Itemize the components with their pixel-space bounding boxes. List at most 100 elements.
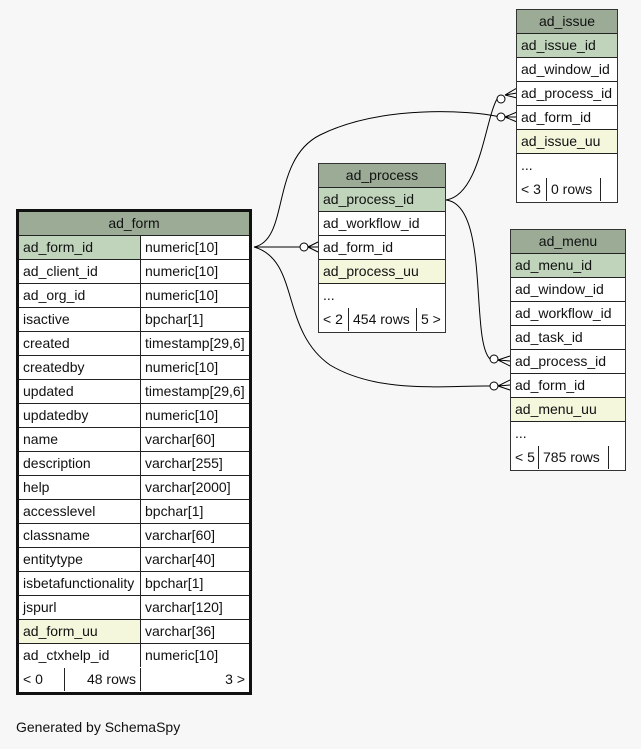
column-name: ad_process_uu (319, 260, 445, 283)
row-count: 48 rows (65, 668, 141, 691)
column-row[interactable]: ad_form_id (511, 374, 625, 398)
row-count: 0 rows (547, 178, 601, 201)
column-name: accesslevel (19, 500, 141, 523)
parents-count: < 5 (511, 446, 539, 469)
column-name: ad_workflow_id (323, 215, 420, 231)
column-row[interactable]: ad_task_id (511, 326, 625, 350)
children-count (601, 178, 617, 201)
column-row[interactable]: ad_menu_id (511, 254, 625, 278)
column-type: bpchar[1] (145, 311, 204, 327)
column-row[interactable]: ad_process_id (517, 82, 617, 106)
edge-ad-process-to-ad-menu (445, 199, 491, 360)
table-header: ad_menu (511, 230, 625, 254)
column-name: ad_org_id (19, 284, 141, 307)
column-name: name (19, 428, 141, 451)
column-row[interactable]: ad_workflow_id (511, 302, 625, 326)
column-row[interactable]: ... (511, 422, 625, 446)
column-type: varchar[40] (145, 551, 216, 567)
edge-ad-menu-process-end-circle (489, 354, 499, 364)
column-name: jspurl (19, 596, 141, 619)
parents-count: < 2 (319, 308, 349, 331)
column-name: ad_task_id (515, 329, 583, 345)
column-name: ad_process_id (319, 188, 445, 211)
column-name: ad_client_id (19, 260, 141, 283)
table-ad-menu[interactable]: ad_menu ad_menu_id ad_window_id ad_workflo… (510, 229, 626, 471)
column-type: bpchar[1] (145, 575, 204, 591)
column-name: ad_ctxhelp_id (19, 644, 141, 667)
column-row[interactable]: ad_menu_uu (511, 398, 625, 422)
column-row[interactable]: ad_issue_id (517, 34, 617, 58)
column-row[interactable]: ... (319, 284, 445, 308)
children-count: 5 > (421, 311, 441, 327)
table-header: ad_form (19, 212, 249, 236)
column-row[interactable]: ad_form_id (517, 106, 617, 130)
table-header: ad_process (319, 164, 445, 188)
column-type: varchar[60] (145, 527, 216, 543)
table-footer: < 5 785 rows (511, 446, 625, 470)
column-row[interactable]: ad_form_id (319, 236, 445, 260)
column-name: ad_process_id (521, 85, 613, 101)
column-row[interactable]: ad_process_id (511, 350, 625, 374)
column-name: ... (515, 425, 527, 441)
column-row[interactable]: ... (517, 154, 617, 178)
table-footer: < 3 0 rows (517, 178, 617, 202)
crowfoot-ad-menu-form (497, 379, 511, 391)
column-name: ad_workflow_id (515, 305, 612, 321)
column-type: numeric[10] (145, 287, 219, 303)
edge-ad-menu-form-end-circle (489, 381, 499, 391)
column-row[interactable]: ad_process_id (319, 188, 445, 212)
generated-by-label: Generated by SchemaSpy (16, 719, 181, 735)
column-name: ad_form_id (19, 236, 141, 259)
column-name: entitytype (19, 548, 141, 571)
column-name: ad_menu_uu (511, 398, 625, 421)
column-name: ... (521, 157, 533, 173)
crowfoot-ad-menu-process (497, 355, 511, 367)
column-type: varchar[36] (145, 623, 216, 639)
table-footer: < 0 48 rows 3 > (19, 668, 249, 692)
column-name: ad_window_id (515, 281, 604, 297)
column-name: ... (323, 287, 335, 303)
column-name: ad_form_id (323, 239, 394, 255)
column-name: created (19, 332, 141, 355)
column-type: bpchar[1] (145, 503, 204, 519)
column-row[interactable]: ad_process_uu (319, 260, 445, 284)
column-name: isactive (19, 308, 141, 331)
column-row[interactable]: ad_workflow_id (319, 212, 445, 236)
column-type: varchar[120] (145, 599, 223, 615)
column-name: ad_window_id (521, 61, 610, 77)
column-type: timestamp[29,6] (145, 335, 245, 351)
parents-count: < 3 (517, 178, 547, 201)
column-name: isbetafunctionality (19, 572, 141, 595)
edge-ad-issue-form-end-circle (496, 112, 506, 122)
edge-ad-process-end-circle (299, 242, 309, 252)
column-name: ad_form_id (521, 109, 592, 125)
column-type: numeric[10] (145, 239, 219, 255)
column-row[interactable]: ad_window_id (517, 58, 617, 82)
column-type: numeric[10] (145, 647, 219, 663)
parents-count: < 0 (19, 668, 65, 691)
column-row[interactable]: ad_window_id (511, 278, 625, 302)
row-count: 454 rows (349, 308, 417, 331)
column-row[interactable]: ad_issue_uu (517, 130, 617, 154)
